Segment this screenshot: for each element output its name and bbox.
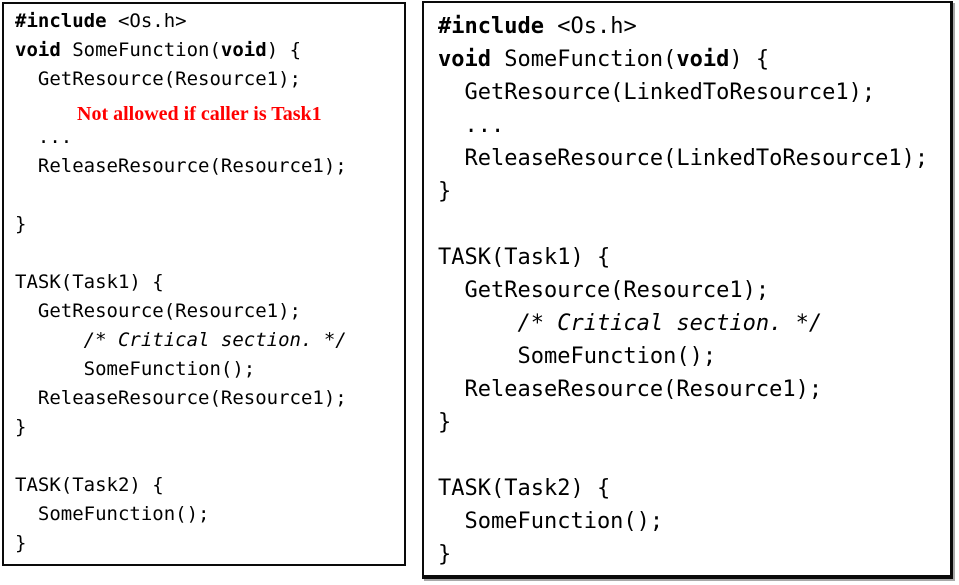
keyword: void <box>220 39 267 61</box>
code-line: ReleaseResource(Resource1); <box>438 373 950 406</box>
code-line: } <box>438 538 950 571</box>
code-text: ReleaseResource(LinkedToResource1); <box>438 146 929 171</box>
code-line: void SomeFunction(void) { <box>15 36 404 65</box>
code-text: SomeFunction(); <box>438 344 717 369</box>
code-text: } <box>15 416 27 438</box>
code-text: SomeFunction( <box>490 47 677 72</box>
blank-line <box>15 181 404 210</box>
code-text: ... <box>15 126 73 148</box>
code-line: } <box>15 413 404 442</box>
right-code-panel: #include <Os.h>void SomeFunction(void) {… <box>422 1 953 579</box>
code-line: TASK(Task2) { <box>438 472 950 505</box>
code-line: /* Critical section. */ <box>15 326 404 355</box>
code-text: } <box>438 542 452 567</box>
code-text: ... <box>438 113 505 138</box>
keyword: void <box>676 47 730 72</box>
code-line: GetResource(Resource1); <box>15 65 404 94</box>
code-line: SomeFunction(); <box>438 340 950 373</box>
code-line: #include <Os.h> <box>15 7 404 36</box>
blank-line <box>15 239 404 268</box>
code-text: } <box>15 532 27 554</box>
blank-line <box>438 208 950 241</box>
comment: /* Critical section. */ <box>438 311 823 336</box>
code-line: /* Critical section. */ <box>438 307 950 340</box>
annotation-line: Not allowed if caller is Task1 <box>15 94 404 125</box>
code-text: <Os.h> <box>543 14 637 39</box>
code-text: SomeFunction(); <box>15 358 256 380</box>
code-text: ReleaseResource(Resource1); <box>15 155 347 177</box>
right-code-listing: #include <Os.h>void SomeFunction(void) {… <box>424 3 950 571</box>
code-line: SomeFunction(); <box>15 355 404 384</box>
code-line: SomeFunction(); <box>15 500 404 529</box>
code-line: GetResource(Resource1); <box>438 274 950 307</box>
keyword: void <box>15 39 61 61</box>
code-text: ReleaseResource(Resource1); <box>15 387 347 409</box>
left-code-listing: #include <Os.h>void SomeFunction(void) {… <box>4 4 404 558</box>
keyword: void <box>438 47 491 72</box>
code-line: TASK(Task1) { <box>438 241 950 274</box>
blank-line <box>438 439 950 472</box>
code-line: SomeFunction(); <box>438 505 950 538</box>
code-text: GetResource(Resource1); <box>15 68 301 90</box>
code-text: ReleaseResource(Resource1); <box>438 377 823 402</box>
code-text: TASK(Task2) { <box>438 476 611 501</box>
code-line: } <box>15 210 404 239</box>
code-text: ) { <box>729 47 770 72</box>
code-text: TASK(Task1) { <box>15 271 164 293</box>
red-annotation-text: Not allowed if caller is Task1 <box>77 103 322 125</box>
code-line: TASK(Task1) { <box>15 268 404 297</box>
code-line: ReleaseResource(LinkedToResource1); <box>438 142 950 175</box>
code-text: SomeFunction(); <box>438 509 664 534</box>
code-line: ReleaseResource(Resource1); <box>15 384 404 413</box>
keyword: #include <box>15 10 107 32</box>
keyword: #include <box>438 14 544 39</box>
code-text: TASK(Task1) { <box>438 245 611 270</box>
code-text: } <box>438 179 452 204</box>
code-line: ReleaseResource(Resource1); <box>15 152 404 181</box>
blank-line <box>15 442 404 471</box>
code-line: TASK(Task2) { <box>15 471 404 500</box>
code-line: } <box>438 406 950 439</box>
code-text: GetResource(LinkedToResource1); <box>438 80 876 105</box>
code-line: ... <box>15 123 404 152</box>
code-line: GetResource(Resource1); <box>15 297 404 326</box>
code-text: <Os.h> <box>106 10 187 32</box>
code-text: SomeFunction( <box>60 39 221 61</box>
code-text: SomeFunction(); <box>15 503 210 525</box>
code-text: } <box>438 410 452 435</box>
code-line: GetResource(LinkedToResource1); <box>438 76 950 109</box>
code-text: TASK(Task2) { <box>15 474 164 496</box>
code-text: GetResource(Resource1); <box>15 300 301 322</box>
left-code-panel: #include <Os.h>void SomeFunction(void) {… <box>2 2 406 566</box>
code-line: } <box>15 529 404 558</box>
code-text: ) { <box>266 39 302 61</box>
code-line: #include <Os.h> <box>438 10 950 43</box>
code-text: GetResource(Resource1); <box>438 278 770 303</box>
code-line: } <box>438 175 950 208</box>
code-line: void SomeFunction(void) { <box>438 43 950 76</box>
code-text: } <box>15 213 27 235</box>
comment: /* Critical section. */ <box>15 329 347 351</box>
code-line: ... <box>438 109 950 142</box>
